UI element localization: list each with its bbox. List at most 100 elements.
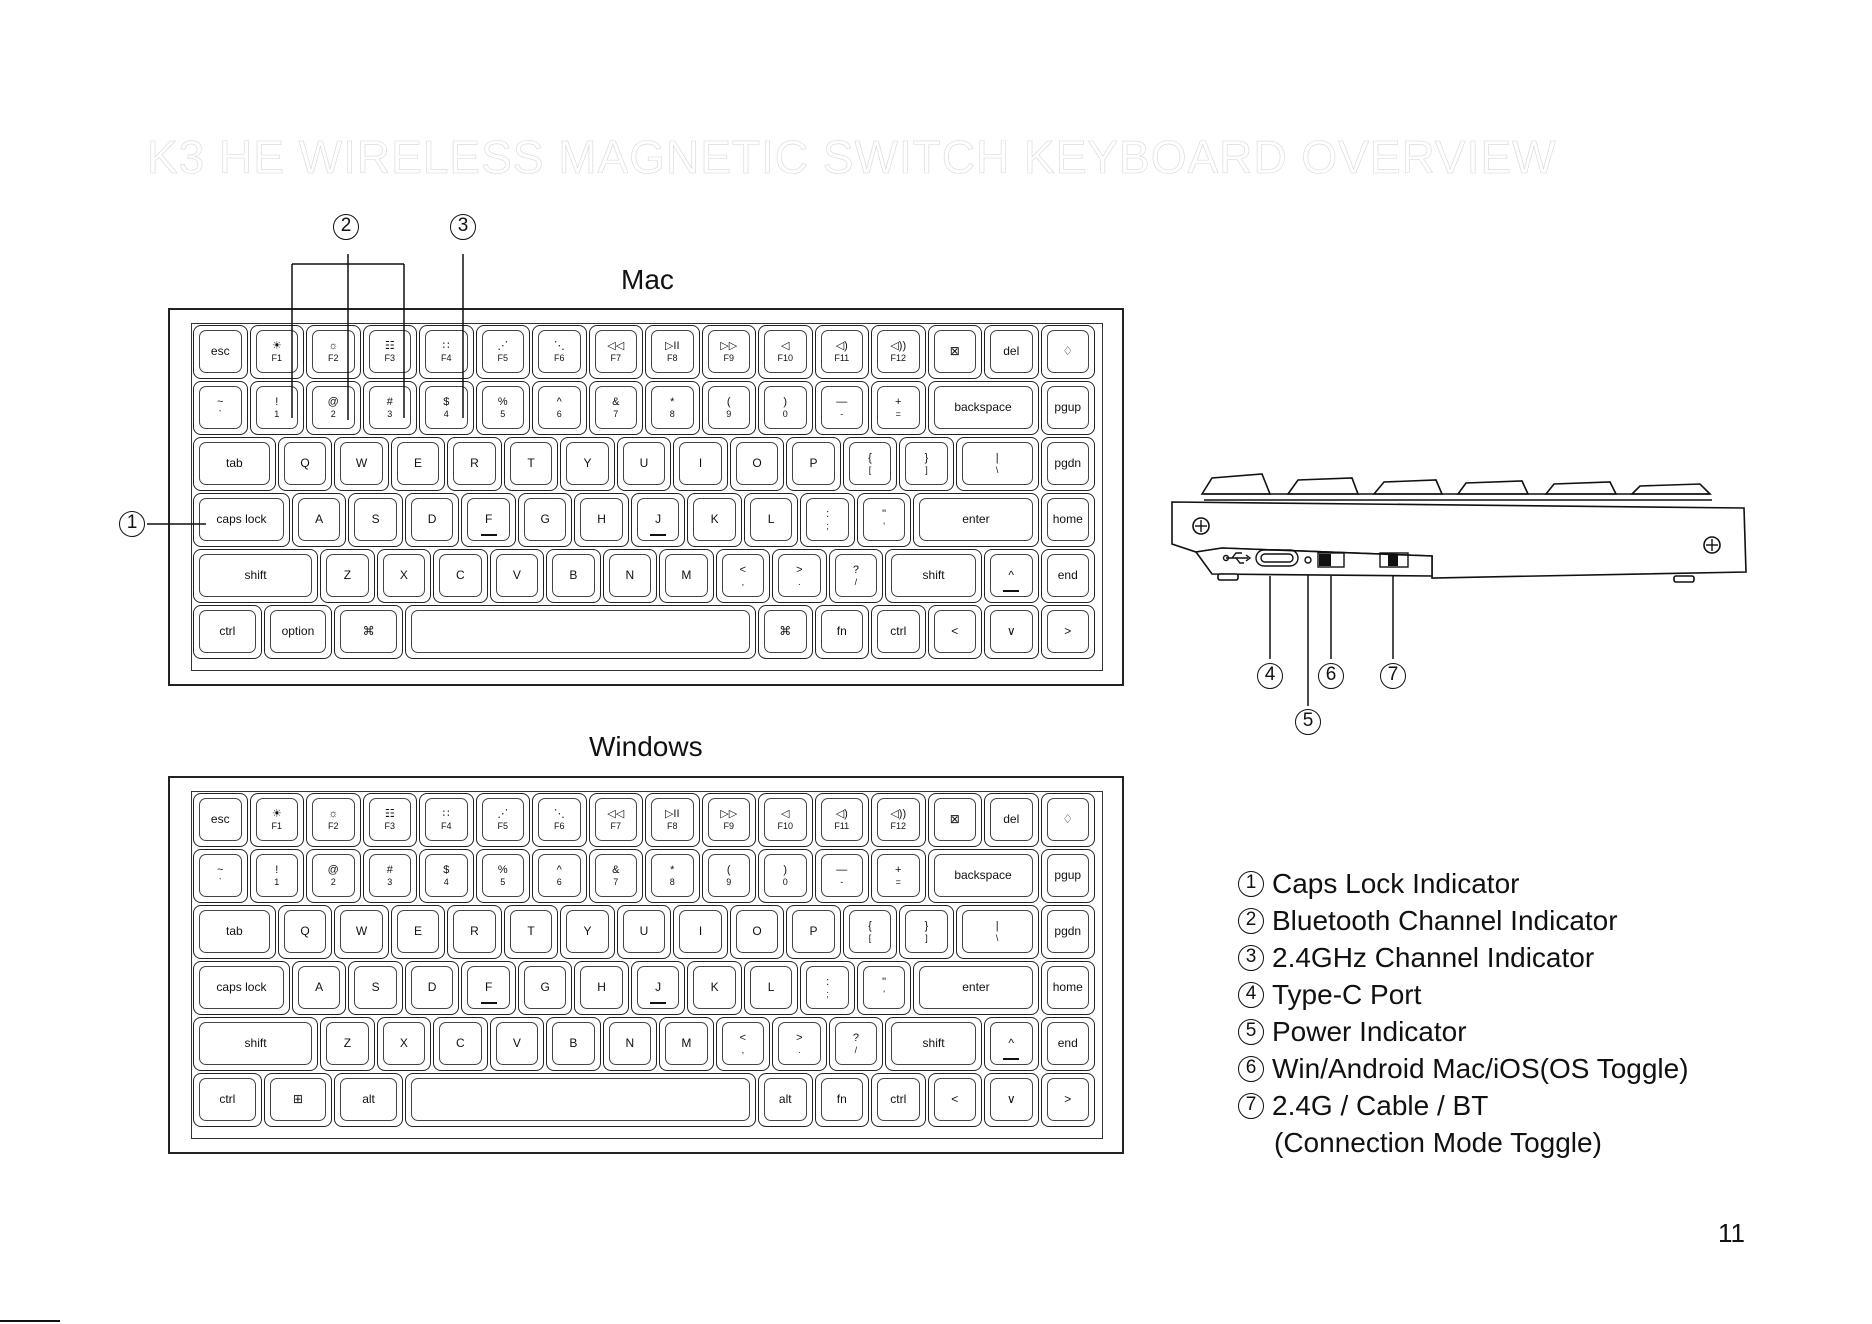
key: X — [376, 1017, 432, 1071]
keycap-legend: fn — [820, 610, 863, 653]
key-legend-top: ◁) — [835, 807, 848, 820]
callout-3: 3 — [450, 214, 476, 240]
key: += — [871, 849, 926, 903]
key-legend-top: pgup — [1054, 868, 1082, 882]
key: I — [673, 437, 728, 491]
keycap-legend: ?/ — [834, 1022, 878, 1065]
keycap-legend: ♢ — [1046, 330, 1089, 373]
key: shift — [885, 1017, 982, 1071]
keycap-legend: home — [1046, 966, 1089, 1009]
key-legend-top: ⌘ — [362, 624, 375, 638]
key-legend-bottom: / — [854, 1044, 858, 1055]
key-legend-top: V — [512, 568, 521, 582]
legend-num: 6 — [1238, 1056, 1264, 1082]
key: H — [574, 493, 629, 547]
key-legend-top: % — [497, 863, 508, 876]
key-legend-top: ▷▷ — [720, 339, 738, 352]
keycap-legend: V — [495, 554, 539, 597]
key: O — [729, 437, 785, 491]
keycap-legend: alt — [340, 1078, 397, 1121]
keycap-legend: ^ — [990, 554, 1033, 597]
key-legend-top: ~ — [217, 863, 224, 876]
key-legend-bottom: . — [798, 576, 801, 587]
key-legend-top: { — [868, 451, 872, 464]
key-legend-top: M — [681, 568, 692, 582]
key: M — [659, 549, 714, 603]
key: pgdn — [1040, 437, 1095, 491]
key-legend-top: ⊠ — [949, 344, 960, 358]
key: @2 — [306, 381, 361, 435]
key-legend-bottom: = — [895, 408, 901, 419]
key-legend-top: ⋱ — [553, 807, 565, 820]
keycap-legend: ◁)F11 — [820, 330, 863, 373]
keycap-legend: "' — [862, 966, 906, 1009]
key-legend-top: Y — [583, 456, 592, 470]
key-legend-top: ∨ — [1006, 624, 1016, 638]
key-legend-top: ctrl — [219, 1092, 236, 1106]
key: *8 — [645, 849, 700, 903]
key-legend-top: A — [315, 980, 324, 994]
key: ctrl — [871, 1073, 926, 1127]
key-legend-top: F — [484, 512, 493, 526]
keycap-legend: del — [990, 798, 1033, 841]
key: ⋱F6 — [532, 793, 587, 847]
key: ctrl — [193, 605, 262, 659]
key: %5 — [475, 381, 530, 435]
key-legend-top: & — [612, 863, 620, 876]
key-legend-top: > — [796, 563, 803, 576]
key: ?/ — [828, 1017, 884, 1071]
callout-5: 5 — [1295, 709, 1321, 735]
key: pgup — [1040, 849, 1095, 903]
key: D — [404, 493, 460, 547]
key-legend-bottom: 3 — [387, 876, 393, 887]
keycap-legend: |\ — [961, 910, 1033, 953]
key-legend-top: L — [767, 512, 775, 526]
key-legend-top: K — [710, 980, 719, 994]
key: ⌘ — [758, 605, 813, 659]
homing-bar — [1003, 1058, 1020, 1060]
keycap-legend: C — [439, 554, 482, 597]
key-legend-top: Q — [300, 924, 310, 938]
key: R — [447, 905, 502, 959]
key-legend-top: home — [1052, 980, 1083, 994]
key-legend-top: S — [371, 980, 380, 994]
keycap-legend: option — [269, 610, 327, 653]
legend-num: 4 — [1238, 982, 1264, 1008]
keycap-legend: L — [749, 498, 793, 541]
keycap-legend: pgdn — [1046, 442, 1089, 485]
keycap-legend: Y — [566, 442, 609, 485]
keycap-legend: ctrl — [199, 610, 256, 653]
keycap-legend: !1 — [255, 854, 298, 897]
key: {[ — [842, 905, 898, 959]
keycap-legend: ◁F10 — [764, 330, 807, 373]
key: #3 — [362, 849, 417, 903]
key: ^6 — [532, 849, 587, 903]
key: ?/ — [828, 549, 884, 603]
key-legend-bottom: F7 — [610, 820, 621, 831]
key-legend-top: : — [826, 507, 830, 520]
key-legend-top: ctrl — [890, 624, 907, 638]
keycap-legend: )0 — [764, 386, 807, 429]
keycap-legend: shift — [199, 1022, 313, 1065]
keycap-legend: ?/ — [834, 554, 878, 597]
key-legend-top: | — [995, 919, 999, 932]
keycap-legend: < — [933, 1078, 976, 1121]
windows-layout-label: Windows — [589, 731, 703, 762]
key: Z — [320, 1017, 375, 1071]
keycap-legend: ◁))F12 — [877, 330, 920, 373]
key: "' — [856, 961, 912, 1015]
key-legend-bottom: 4 — [443, 876, 449, 887]
key: ctrl — [871, 605, 926, 659]
keycap-legend: F — [467, 966, 510, 1009]
key: esc — [193, 325, 248, 379]
key-legend-top: ☼ — [328, 807, 339, 820]
key-legend-top: ⊞ — [292, 1092, 303, 1106]
key-legend-top: ⌘ — [779, 624, 792, 638]
key: Q — [277, 437, 333, 491]
keycap-legend: ⋱F6 — [538, 330, 581, 373]
key-legend-top: X — [399, 568, 408, 582]
key-legend-bottom: 8 — [669, 876, 675, 887]
keycap-legend: G — [523, 498, 567, 541]
key: N — [602, 1017, 658, 1071]
